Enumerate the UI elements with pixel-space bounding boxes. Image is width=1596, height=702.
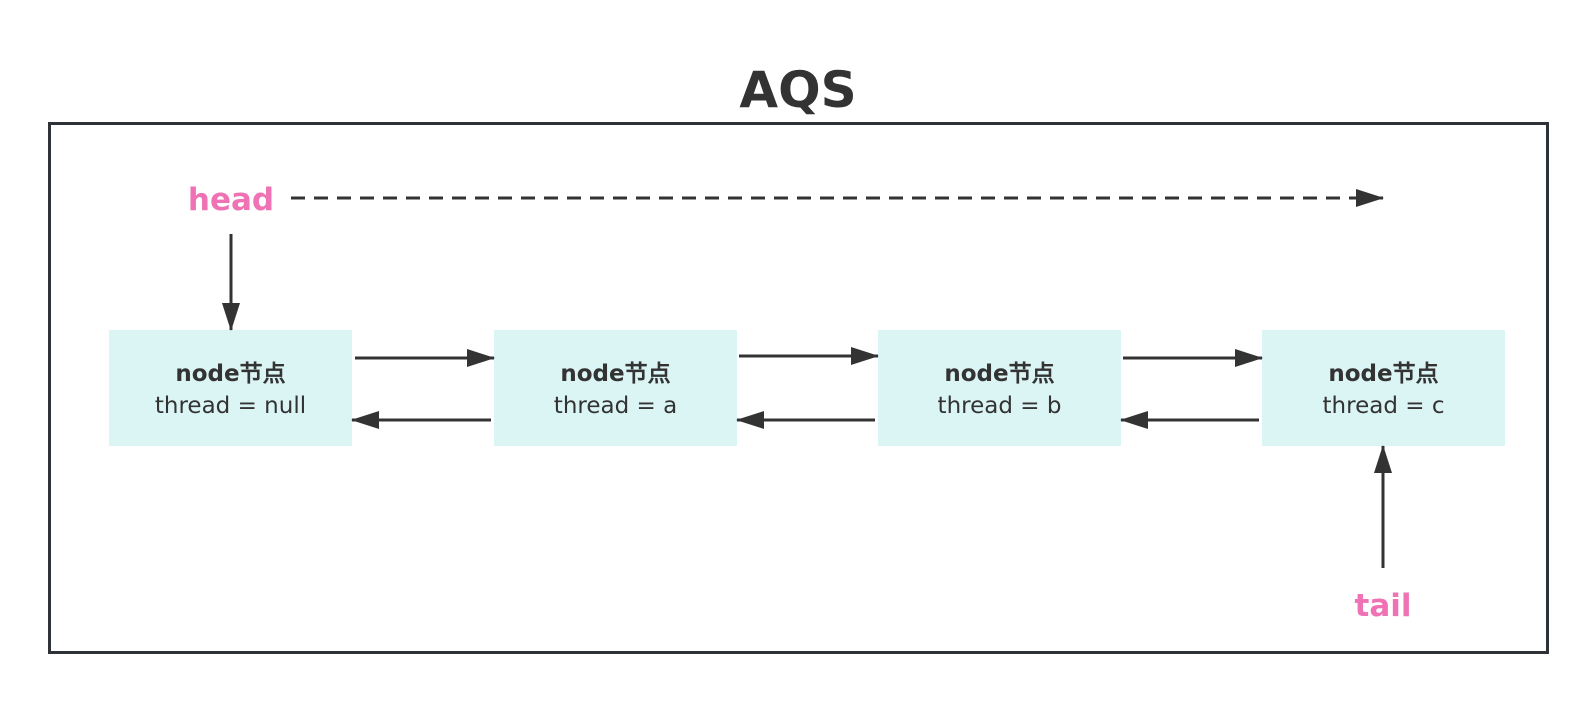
aqs-frame <box>48 122 1549 654</box>
node-thread-value: thread = b <box>937 392 1062 419</box>
node-box-3 <box>878 330 1121 446</box>
node-box-4 <box>1262 330 1505 446</box>
diagram-title: AQS <box>739 61 857 119</box>
node-title: node节点 <box>175 360 286 387</box>
node-box-1 <box>109 330 352 446</box>
node-title: node节点 <box>944 360 1055 387</box>
node-4: node节点 thread = c <box>1264 331 1503 446</box>
node-1: node节点 thread = null <box>111 331 350 446</box>
node-thread-value: thread = a <box>553 392 678 419</box>
node-2: node节点 thread = a <box>496 331 735 446</box>
node-3: node节点 thread = b <box>880 331 1119 446</box>
head-label: head <box>187 182 275 218</box>
tail-label: tail <box>1354 588 1412 624</box>
node-thread-value: thread = null <box>154 392 307 419</box>
node-thread-value: thread = c <box>1322 392 1445 419</box>
node-title: node节点 <box>560 360 671 387</box>
node-box-2 <box>494 330 737 446</box>
node-title: node节点 <box>1328 360 1439 387</box>
